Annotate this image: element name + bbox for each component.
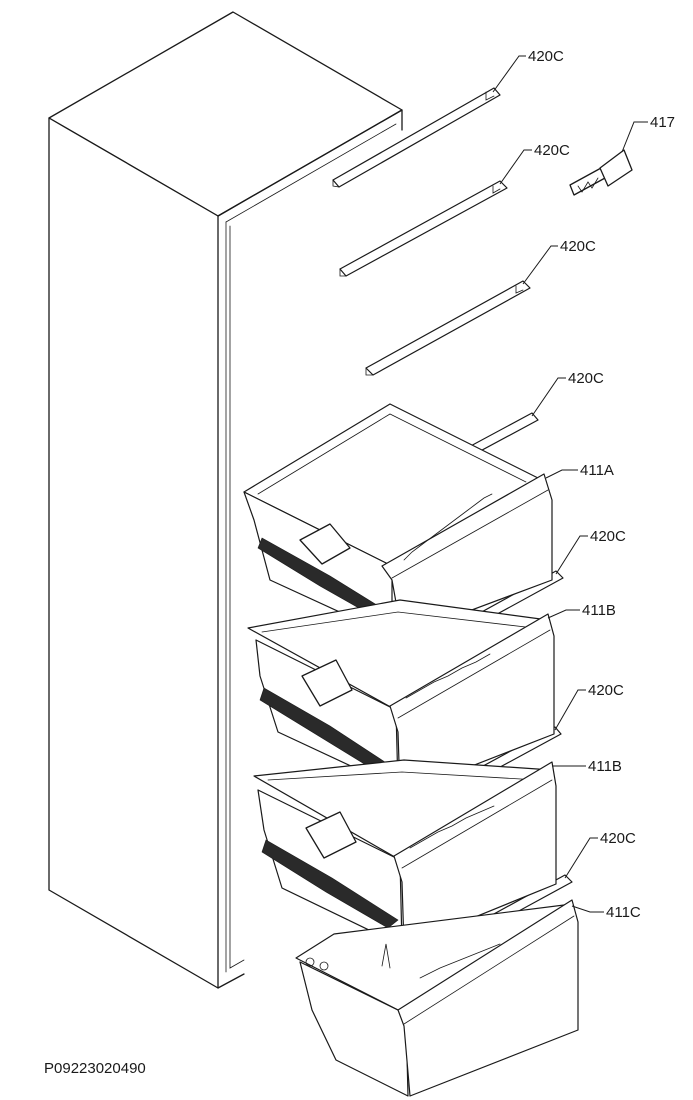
- drawing-code: P09223020490: [44, 1060, 146, 1077]
- drawer-411B-upper: [247, 599, 555, 795]
- callout-rail-4: 420C: [568, 370, 604, 387]
- callout-rail-3: 420C: [560, 238, 596, 255]
- leader-drawer-2: [547, 609, 580, 619]
- shelf-rail-3: [365, 280, 531, 376]
- shelf-rail-2: [339, 180, 508, 277]
- leader-bracket: [621, 121, 648, 153]
- leader-drawer-1: [545, 469, 578, 479]
- cabinet: [48, 11, 403, 989]
- leader-lines: [492, 55, 648, 913]
- callout-rail-7: 420C: [600, 830, 636, 847]
- callout-labels: 420C 417 420C 420C 420C 411A 420C 411B 4…: [528, 48, 675, 921]
- leader-rail-1: [492, 55, 526, 93]
- callout-rail-2: 420C: [534, 142, 570, 159]
- leader-rail-3: [522, 245, 558, 285]
- callout-drawer-4: 411C: [606, 904, 641, 921]
- callout-rail-5: 420C: [590, 528, 626, 545]
- shelf-rail-1: [332, 87, 501, 188]
- leader-rail-2: [499, 149, 532, 185]
- callout-rail-6: 420C: [588, 682, 624, 699]
- callout-bracket: 417: [650, 114, 675, 131]
- callout-rail-1: 420C: [528, 48, 564, 65]
- leader-rail-5: [555, 535, 588, 575]
- leader-rail-6: [554, 689, 586, 731]
- callout-drawer-1: 411A: [580, 462, 614, 479]
- leader-rail-7: [564, 837, 598, 879]
- drawer-411B-lower: [253, 759, 557, 947]
- drawer-411C: [295, 899, 579, 1097]
- callout-drawer-3: 411B: [588, 758, 622, 775]
- leader-drawer-4: [571, 905, 604, 913]
- leader-rail-4: [531, 377, 566, 417]
- bracket-417: [569, 149, 633, 196]
- callout-drawer-2: 411B: [582, 602, 616, 619]
- drawer-411A: [243, 403, 553, 637]
